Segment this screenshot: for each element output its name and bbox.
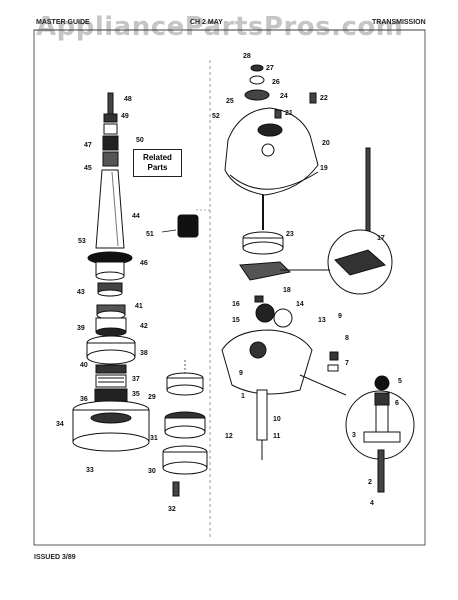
- label-34: 34: [56, 421, 64, 428]
- label-9b: 9: [239, 370, 243, 377]
- shaft-17: [280, 147, 393, 295]
- label-28: 28: [243, 53, 251, 60]
- label-17: 17: [377, 235, 385, 242]
- label-1: 1: [241, 393, 245, 400]
- label-4: 4: [370, 500, 374, 507]
- header-mid-text: CH 2 MAY: [190, 19, 223, 26]
- label-32: 32: [168, 506, 176, 513]
- label-30: 30: [148, 468, 156, 475]
- watermark: AppliancePartsPros.com: [36, 12, 404, 42]
- label-29: 29: [148, 394, 156, 401]
- label-37: 37: [132, 376, 140, 383]
- gear-housing-stack: [72, 304, 150, 452]
- transmission-cover-assembly: [224, 64, 319, 196]
- label-45: 45: [84, 165, 92, 172]
- label-13: 13: [318, 317, 326, 324]
- related-parts-callout: Related Parts: [133, 149, 182, 177]
- label-42: 42: [140, 323, 148, 330]
- label-39: 39: [77, 325, 85, 332]
- middle-parts-29-32: [162, 360, 208, 497]
- label-3: 3: [352, 432, 356, 439]
- label-22: 22: [320, 95, 328, 102]
- label-35: 35: [132, 391, 140, 398]
- label-15: 15: [232, 317, 240, 324]
- label-9: 9: [338, 313, 342, 320]
- label-21: 21: [285, 110, 293, 117]
- label-27: 27: [266, 65, 274, 72]
- label-26: 26: [272, 79, 280, 86]
- label-25: 25: [226, 98, 234, 105]
- label-38: 38: [140, 350, 148, 357]
- label-53: 53: [78, 238, 86, 245]
- agitator-shaft-assembly: [87, 92, 133, 297]
- header-right-text: TRANSMISSION: [372, 19, 426, 26]
- label-5: 5: [398, 378, 402, 385]
- label-50: 50: [136, 137, 144, 144]
- label-46: 46: [140, 260, 148, 267]
- label-23: 23: [286, 231, 294, 238]
- label-44: 44: [132, 213, 140, 220]
- label-18: 18: [283, 287, 291, 294]
- pinion-assembly: [299, 351, 415, 493]
- label-52: 52: [212, 113, 220, 120]
- label-49: 49: [121, 113, 129, 120]
- label-12: 12: [225, 433, 233, 440]
- label-14: 14: [296, 301, 304, 308]
- label-8: 8: [345, 335, 349, 342]
- part-labels: 48 49 50 47 45 44 53 46 43 41 39 42 38 4…: [56, 53, 402, 513]
- part-51-block: [177, 214, 199, 238]
- label-31: 31: [150, 435, 158, 442]
- label-33: 33: [86, 467, 94, 474]
- label-10: 10: [273, 416, 281, 423]
- drive-assembly: [221, 195, 313, 460]
- related-parts-line2: Parts: [147, 163, 168, 172]
- label-24: 24: [280, 93, 288, 100]
- label-43: 43: [77, 289, 85, 296]
- label-16: 16: [232, 301, 240, 308]
- label-11: 11: [273, 433, 281, 440]
- label-19: 19: [320, 165, 328, 172]
- label-36: 36: [80, 396, 88, 403]
- label-51: 51: [146, 231, 154, 238]
- label-6: 6: [395, 400, 399, 407]
- label-20: 20: [322, 140, 330, 147]
- label-7: 7: [345, 360, 349, 367]
- label-41: 41: [135, 303, 143, 310]
- related-parts-line1: Related: [143, 153, 172, 162]
- label-48: 48: [124, 96, 132, 103]
- label-2: 2: [368, 479, 372, 486]
- label-47: 47: [84, 142, 92, 149]
- issued-date: ISSUED 3/89: [34, 554, 76, 561]
- label-40: 40: [80, 362, 88, 369]
- header-left-text: MASTER GUIDE: [36, 19, 90, 26]
